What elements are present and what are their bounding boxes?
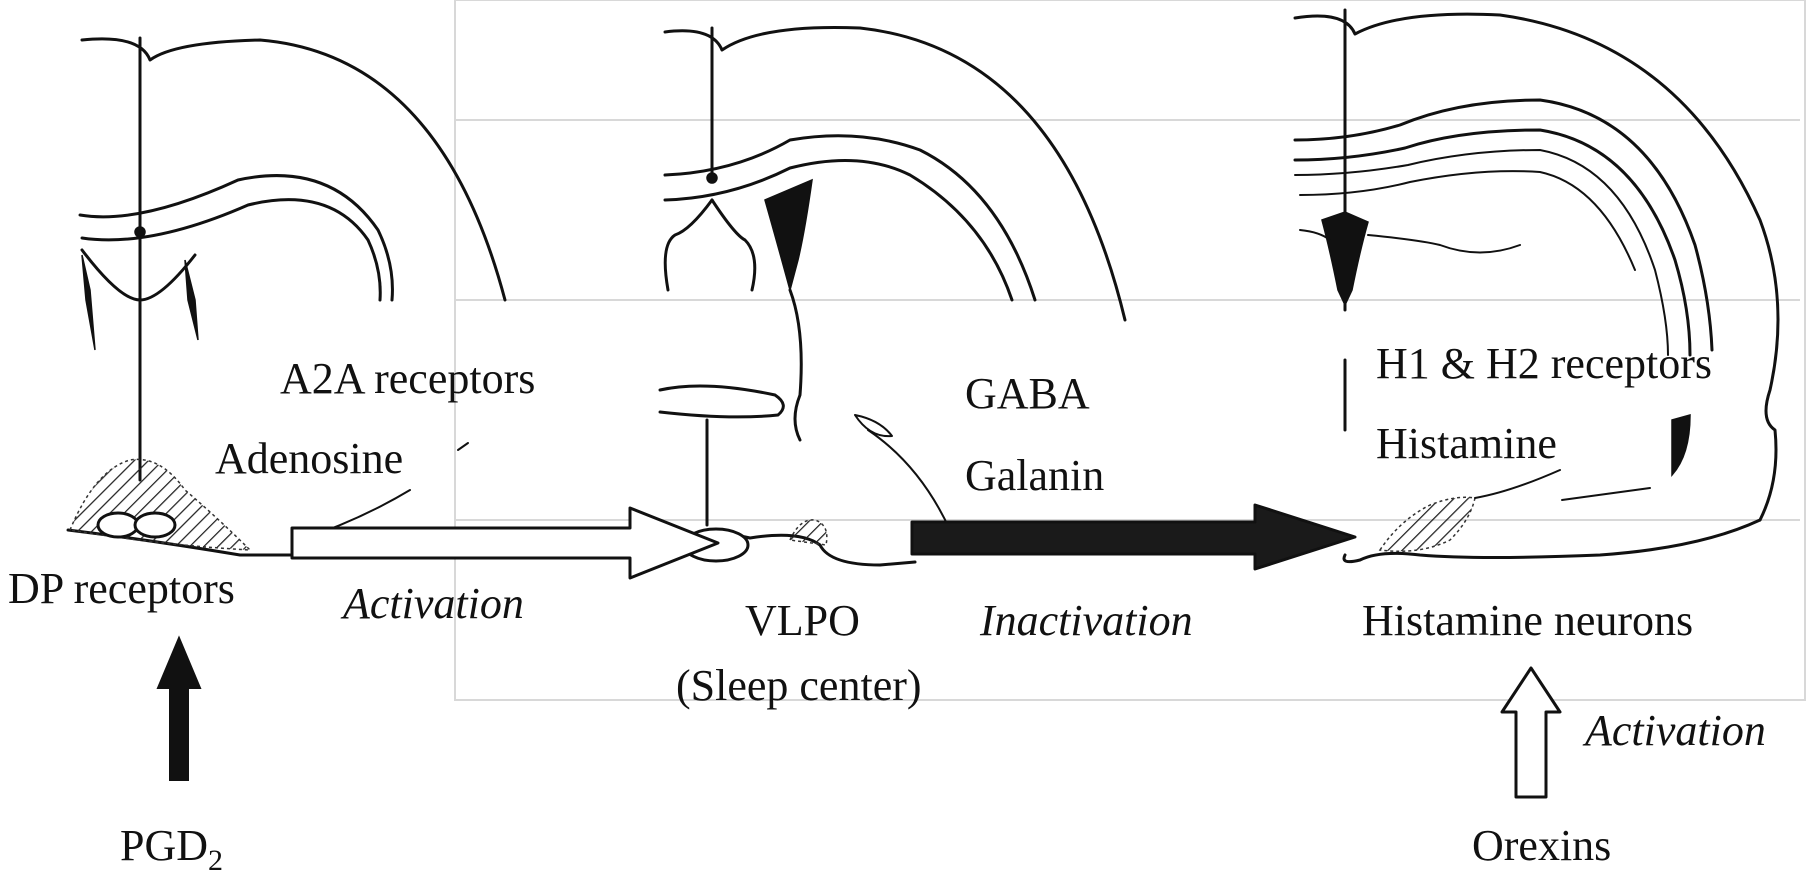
brain-section-right — [1295, 10, 1778, 562]
pgd2-arrow — [158, 638, 200, 780]
label-pgd2-main: PGD — [120, 821, 208, 870]
label-gaba: GABA — [965, 369, 1090, 418]
label-histamine: Histamine — [1376, 419, 1557, 468]
label-inactivation: Inactivation — [979, 596, 1193, 645]
label-histamine-neurons: Histamine neurons — [1362, 596, 1693, 645]
orexins-arrow — [1502, 668, 1560, 797]
label-adenosine: Adenosine — [215, 434, 403, 483]
label-orexins: Orexins — [1472, 821, 1611, 870]
label-h1-h2-receptors: H1 & H2 receptors — [1376, 339, 1712, 388]
label-sleep-center: (Sleep center) — [676, 661, 922, 710]
label-vlpo: VLPO — [745, 596, 860, 645]
label-a2a-receptors: A2A receptors — [280, 354, 535, 403]
inactivation-arrow — [912, 505, 1355, 569]
label-activation-right: Activation — [1582, 706, 1766, 755]
label-dp-receptors: DP receptors — [8, 564, 235, 613]
label-pgd2: PGD2 — [120, 821, 223, 876]
label-pgd2-subscript: 2 — [208, 844, 223, 876]
label-galanin: Galanin — [965, 451, 1104, 500]
label-activation-left: Activation — [340, 579, 524, 628]
